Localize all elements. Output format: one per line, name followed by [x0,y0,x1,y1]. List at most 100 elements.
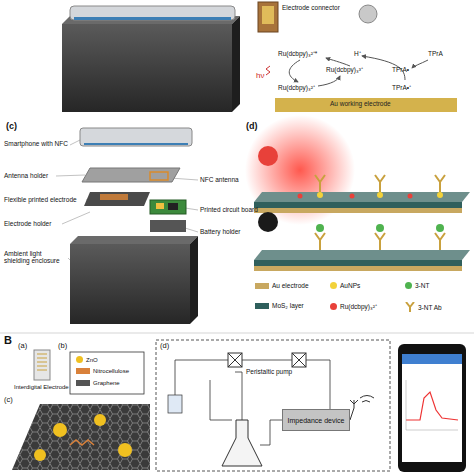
part-label: Flexible printed electrode [4,196,77,203]
wireless-symbol [360,396,374,403]
antibody [315,233,325,252]
antenna-holder [82,168,180,182]
ru-complex [298,194,303,199]
legend-swatch [255,303,269,309]
photon-label: hν [256,72,264,81]
legend-swatch [255,283,269,289]
emission-arrow [289,60,300,82]
legend-frame [70,352,144,394]
graphene-lattice [12,404,150,470]
enclosure-side [190,236,198,324]
phone-screen [402,354,462,462]
legend-swatch [405,282,412,289]
species-label: H⁺ [354,50,361,57]
graphene-sheet [12,404,150,470]
mos2-layer [254,260,462,266]
legend-item: Nitrocellulose [76,368,129,374]
leader-line [185,208,198,210]
flask [222,420,262,466]
tubing [175,360,330,445]
impedance-trace [406,392,458,420]
species-label: Ru(dcbpy)₃³⁺ [326,66,363,73]
antibody [375,175,385,194]
panel-letter: (d) [246,122,258,132]
zno-particle [53,423,67,437]
battery-holder [150,220,186,232]
panel-letter: (b) [58,342,67,350]
coin [359,5,377,23]
species-label: Ru(dcbpy)₃²⁺* [278,50,317,57]
legend-swatch [76,368,90,374]
species-label: Ru(dcbpy)₃²⁺ [278,84,315,91]
electrode-pad [262,6,274,24]
antibodies [315,175,445,252]
legend-text: Graphene [93,380,120,386]
nitrocellulose-chain [70,440,94,445]
zno-particles [34,414,132,461]
device-render [62,6,240,112]
leader-line [70,140,80,145]
oxidation-arrow [318,76,340,86]
antibody [375,233,385,252]
interdigital-electrode [34,350,50,380]
legend-text: MoS₂ layer [272,302,304,309]
tube [210,380,232,420]
pcb-component [156,203,164,209]
species-label: TPrA•⁺ [392,84,411,91]
au-working-electrode [275,98,457,112]
legend-item: ZnO [76,356,98,363]
reaction-arrows [289,56,428,86]
light-off-indicator [258,212,278,232]
wire [260,420,282,445]
aunp [437,192,443,198]
tube [242,360,292,361]
nfc-antenna [150,172,168,180]
legend-swatch [76,380,90,386]
reservoir [168,395,182,413]
node-text: Impedance device [288,417,345,424]
tube [175,360,228,395]
legend-item: Graphene [76,380,120,386]
panel-letter: (a) [18,342,27,350]
smartphone [80,128,192,146]
antibody [315,175,325,194]
panel-letter: (d) [160,342,169,350]
part-label: NFC antenna [200,176,239,183]
legend-text: ZnO [86,357,98,363]
legend-text: 3-NT [415,282,429,289]
leader-line [62,212,90,224]
panel-letter: (c) [4,396,13,404]
leader-line [56,175,85,176]
enclosure-front [62,24,232,112]
enclosure-side [232,16,240,112]
smartphone [70,6,235,20]
analyte [436,224,444,232]
species-label: TPrA• [392,66,409,73]
electrode-label: Au working electrode [330,100,391,107]
app-header [402,354,462,364]
antibody-symbol [406,302,414,312]
pump [292,353,306,367]
electron-transfer-arrow [326,58,350,66]
electrode-connector [258,2,278,32]
antibody [435,175,445,194]
panel-letter: (c) [6,122,17,132]
tpra-arrow [412,60,428,68]
legend-swatch [330,303,337,310]
legend-item: MoS₂ layer [255,302,304,309]
ru-complex [350,194,355,199]
leader-line [185,228,198,232]
legend-text: AuNPs [340,282,360,289]
mos2-surface [254,192,470,202]
smartphone [398,344,466,472]
tube [235,372,242,420]
part-label: Printed circuit board [200,206,258,213]
zno-particle [94,414,106,426]
legend-item: Ru(dcbpy)₃²⁺ [330,302,377,311]
part-label: Electrode holder [4,220,51,227]
photon-wave [266,66,270,75]
aunp [317,192,323,198]
part-label: Antenna holder [4,172,48,179]
analyte [316,224,324,232]
legend-text: 3-NT Ab [418,304,442,311]
